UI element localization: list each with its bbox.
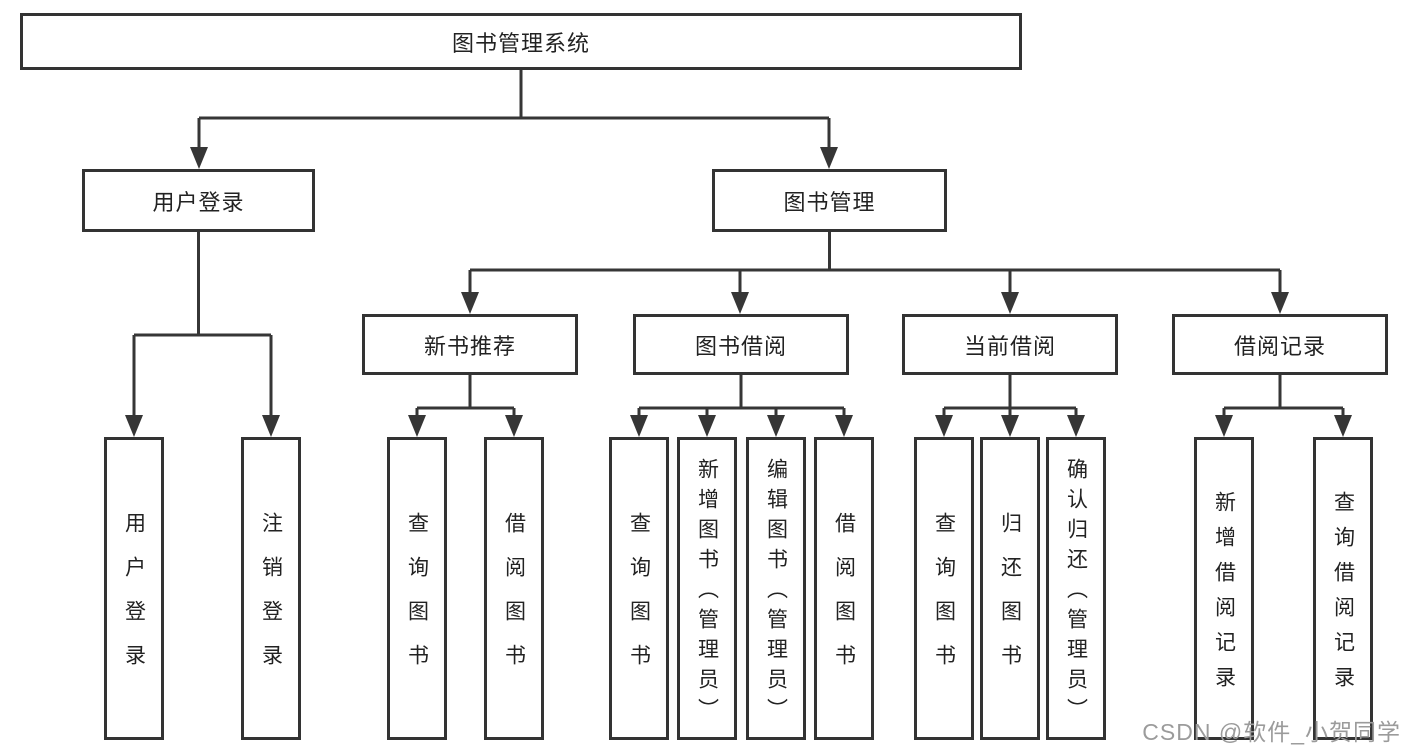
node-book-management: 图书管理 [712, 169, 947, 232]
leaf-label: 查询图书 [627, 512, 651, 688]
leaf-logout: 注销登录 [241, 437, 301, 740]
leaf-edit-books-admin: 编辑图书（管理员） [746, 437, 806, 740]
leaf-user-login: 用户登录 [104, 437, 164, 740]
node-label: 借阅记录 [1233, 333, 1326, 359]
connector-userlogin-to-leaves [132, 232, 273, 421]
node-library-management-system: 图书管理系统 [20, 13, 1022, 70]
leaf-label: 查询图书 [932, 512, 956, 688]
arrowhead [408, 415, 426, 437]
leaf-label: 查询图书 [405, 512, 429, 688]
connector-current-to-leaves [942, 375, 1078, 421]
node-user-login: 用户登录 [82, 169, 315, 232]
node-new-book-recommendation: 新书推荐 [362, 314, 578, 375]
connector-newbooks-to-leaves [415, 375, 516, 421]
arrowhead [505, 415, 523, 437]
arrowhead [1334, 415, 1352, 437]
node-label: 图书管理系统 [451, 30, 590, 56]
arrowhead [1215, 415, 1233, 437]
leaf-label: 注销登录 [259, 512, 283, 688]
leaf-borrow-books-2: 借阅图书 [814, 437, 874, 740]
leaf-label: 查询借阅记录 [1331, 490, 1355, 701]
node-label: 图书管理 [783, 189, 876, 215]
leaf-query-books: 查询图书 [387, 437, 447, 740]
leaf-confirm-return-admin: 确认归还（管理员） [1046, 437, 1106, 740]
leaf-borrow-books: 借阅图书 [484, 437, 544, 740]
leaf-label: 新增借阅记录 [1212, 490, 1236, 701]
arrowhead [262, 415, 280, 437]
leaf-label: 确认归还（管理员） [1064, 458, 1088, 728]
leaf-query-borrow-record: 查询借阅记录 [1313, 437, 1373, 740]
connector-bookmgmt-to-level3 [468, 232, 1282, 298]
node-label: 当前借阅 [963, 333, 1056, 359]
arrowhead [1001, 292, 1019, 314]
arrowhead [1001, 415, 1019, 437]
node-borrowing-records: 借阅记录 [1172, 314, 1388, 375]
leaf-label: 借阅图书 [502, 512, 526, 688]
leaf-query-books-2: 查询图书 [609, 437, 669, 740]
node-current-borrowing: 当前借阅 [902, 314, 1118, 375]
arrowhead [731, 292, 749, 314]
arrowhead [1271, 292, 1289, 314]
arrowhead [698, 415, 716, 437]
arrowhead [820, 147, 838, 169]
arrowhead [630, 415, 648, 437]
arrowhead [835, 415, 853, 437]
node-label: 图书借阅 [694, 333, 787, 359]
arrowhead [190, 147, 208, 169]
leaf-query-books-3: 查询图书 [914, 437, 974, 740]
arrowhead [767, 415, 785, 437]
leaf-add-borrow-record: 新增借阅记录 [1194, 437, 1254, 740]
arrowhead [935, 415, 953, 437]
connector-root-to-level2 [197, 70, 831, 152]
arrowhead [461, 292, 479, 314]
node-book-borrowing: 图书借阅 [633, 314, 849, 375]
leaf-label: 归还图书 [998, 512, 1022, 688]
leaf-label: 用户登录 [122, 512, 146, 688]
leaf-label: 编辑图书（管理员） [764, 458, 788, 728]
arrowhead [1067, 415, 1085, 437]
node-label: 用户登录 [152, 189, 245, 215]
leaf-add-books-admin: 新增图书（管理员） [677, 437, 737, 740]
arrowhead [125, 415, 143, 437]
leaf-return-books: 归还图书 [980, 437, 1040, 740]
connector-borrowing-to-leaves [637, 375, 846, 421]
csdn-watermark: CSDN @软件_小贺同学 [1142, 719, 1401, 745]
leaf-label: 新增图书（管理员） [695, 458, 719, 728]
node-label: 新书推荐 [423, 333, 516, 359]
connector-records-to-leaves [1222, 375, 1345, 421]
leaf-label: 借阅图书 [832, 512, 856, 688]
